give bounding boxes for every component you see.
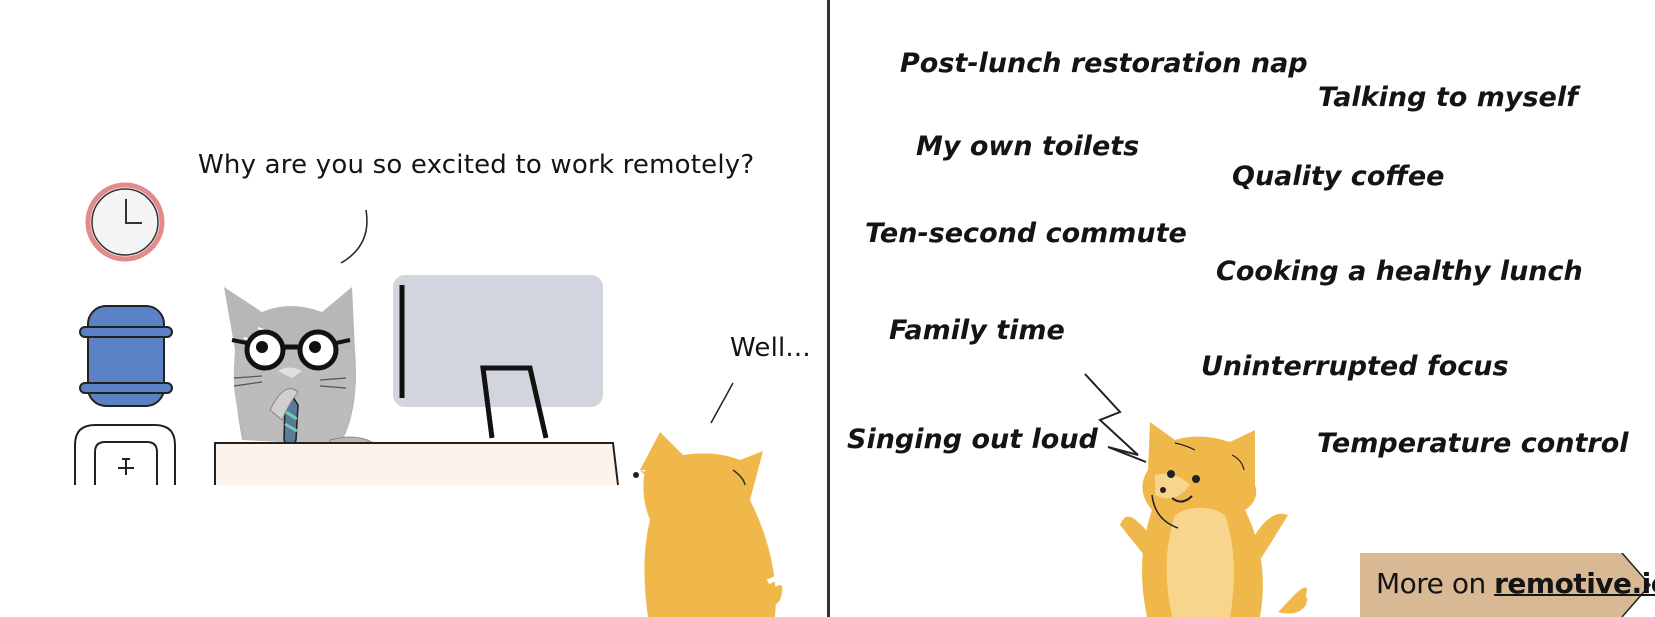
reason-item: Family time	[889, 315, 1065, 346]
reason-item: Quality coffee	[1232, 161, 1445, 192]
remotive-link[interactable]: remotive.io	[1494, 567, 1655, 600]
remotive-cta-banner[interactable]: More on remotive.io	[1360, 553, 1655, 617]
cta-prefix: More on	[1376, 567, 1495, 600]
desk	[214, 442, 619, 486]
question-bubble: Why are you so excited to work remotely?	[198, 150, 755, 180]
reason-item: Singing out loud	[847, 424, 1098, 455]
left-panel: Why are you so excited to work remotely?…	[74, 150, 811, 617]
question-pointer	[340, 209, 368, 264]
office-scene	[74, 182, 788, 617]
cta-text: More on remotive.io	[1376, 567, 1655, 600]
cat-character	[224, 287, 381, 464]
reason-item: Post-lunch restoration nap	[900, 48, 1308, 79]
excited-dog-scene	[1084, 373, 1312, 617]
answer-pointer	[710, 382, 734, 424]
reason-item: Cooking a healthy lunch	[1216, 256, 1583, 287]
reason-item: Uninterrupted focus	[1201, 351, 1509, 382]
reason-item: Temperature control	[1317, 428, 1629, 459]
clock-icon	[85, 182, 165, 262]
answer-bubble: Well...	[730, 333, 811, 363]
panel-divider	[827, 0, 830, 617]
reason-item: Talking to myself	[1318, 82, 1578, 113]
excitement-lightning-icon	[1084, 373, 1147, 463]
monitor	[393, 275, 603, 439]
dog-front-character	[1120, 422, 1312, 617]
water-cooler	[74, 305, 176, 485]
cta-arrow-shape	[1360, 553, 1651, 617]
reason-item: Ten-second commute	[865, 218, 1187, 249]
dog-back-character	[633, 432, 788, 617]
right-panel: Post-lunch restoration nap Talking to my…	[830, 0, 1655, 617]
reason-item: My own toilets	[916, 131, 1140, 162]
